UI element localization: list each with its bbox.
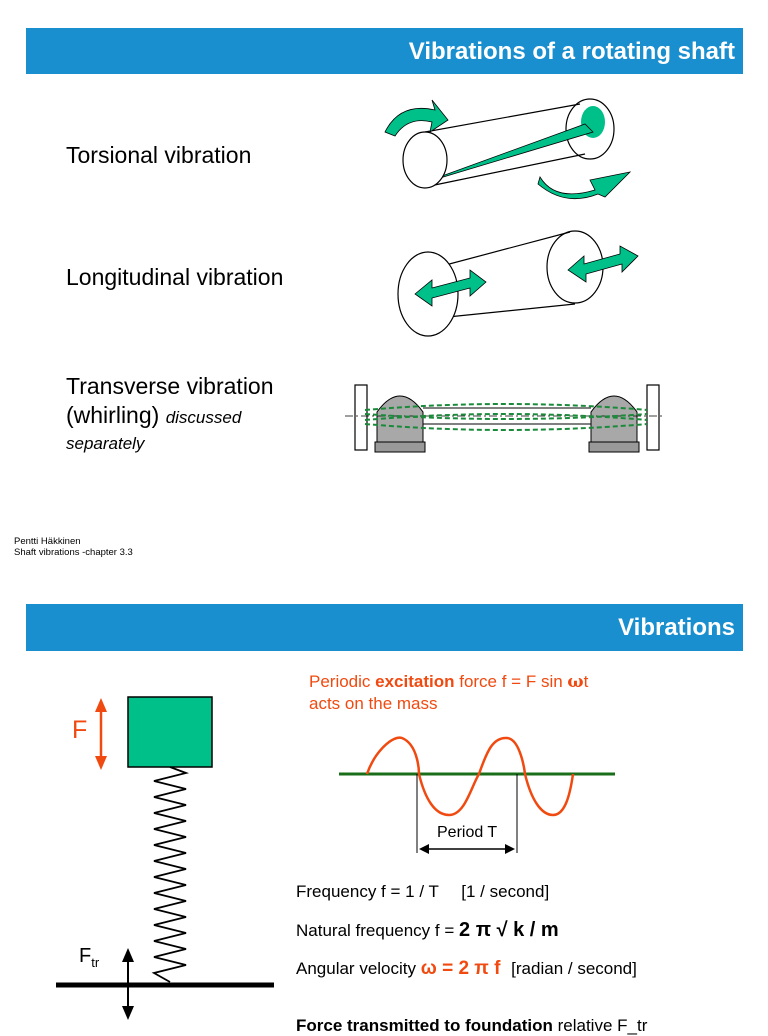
angular-velocity-formula: ω = 2 π f	[420, 958, 501, 979]
footer-author: Pentti Häkkinen	[14, 536, 81, 547]
excitation-line1: Periodic excitation force f = F sin ωt	[309, 671, 588, 693]
whirling-text: (whirling)	[66, 402, 160, 428]
excitation-pre: Periodic	[309, 672, 376, 691]
frequency-line: Frequency f = 1 / T [1 / second]	[296, 882, 549, 902]
transmitted-arrow-down-head	[122, 1006, 134, 1020]
force-transmitted-bold: Force transmitted to foundation	[296, 1016, 553, 1035]
excitation-line2: acts on the mass	[309, 694, 438, 713]
whirling-label: (whirling) discussed	[66, 402, 241, 429]
excitation-text: Periodic excitation force f = F sin ωt a…	[309, 671, 588, 715]
mass-block	[127, 696, 213, 768]
angular-velocity-label: Angular velocity	[296, 959, 421, 978]
longitudinal-shaft-diagram	[397, 230, 639, 337]
sine-wave	[365, 736, 575, 817]
ftr-base: F	[79, 945, 92, 967]
frequency-formula: Frequency f = 1 / T	[296, 882, 439, 901]
spring	[151, 766, 190, 983]
separately-note: separately	[66, 434, 145, 453]
torsional-label: Torsional vibration	[66, 142, 252, 168]
transmitted-arrow-up-head	[122, 948, 134, 962]
ftr-sub: tr	[91, 955, 100, 970]
natural-frequency-formula: 2 π √ k / m	[459, 919, 559, 941]
angular-velocity-unit: [radian / second]	[511, 959, 637, 978]
slide2-title-banner: Vibrations	[26, 604, 743, 651]
slide1-title: Vibrations of a rotating shaft	[408, 38, 735, 65]
excitation-post: force f = F sin	[454, 672, 568, 691]
natural-frequency-line: Natural frequency f = 2 π √ k / m	[296, 919, 559, 942]
longitudinal-label: Longitudinal vibration	[66, 264, 284, 290]
excitation-omega: ω	[567, 672, 584, 692]
force-arrow-down-head	[95, 756, 107, 770]
slide2-title: Vibrations	[618, 614, 735, 641]
natural-frequency-label: Natural frequency f =	[296, 921, 460, 940]
torsional-shaft-diagram	[384, 98, 632, 200]
discussed-note: discussed	[165, 408, 242, 427]
mass-spring-diagram	[56, 696, 274, 1020]
ftr-label: Ftr	[79, 945, 99, 970]
force-arrow-up-head	[95, 698, 107, 712]
force-label: F	[72, 716, 88, 744]
force-transmitted-rest: relative F_tr	[552, 1016, 648, 1035]
period-label: Period T	[437, 824, 498, 841]
slide1-footer: Pentti Häkkinen Shaft vibrations -chapte…	[14, 536, 133, 558]
transverse-label: Transverse vibration	[66, 373, 274, 399]
angular-velocity-line: Angular velocity ω = 2 π f [radian / sec…	[296, 958, 637, 980]
force-transmitted-line: Force transmitted to foundation relative…	[296, 1016, 647, 1036]
frequency-unit: [1 / second]	[461, 882, 550, 901]
footer-chapter: Shaft vibrations -chapter 3.3	[14, 547, 133, 558]
slide1-title-banner: Vibrations of a rotating shaft	[26, 28, 743, 74]
period-arrow-right-head	[505, 844, 515, 854]
period-arrow-left-head	[419, 844, 429, 854]
excitation-t: t	[583, 672, 589, 691]
sine-wave-diagram	[339, 736, 615, 854]
excitation-bold: excitation	[375, 672, 455, 691]
transverse-shaft-diagram	[345, 384, 665, 453]
